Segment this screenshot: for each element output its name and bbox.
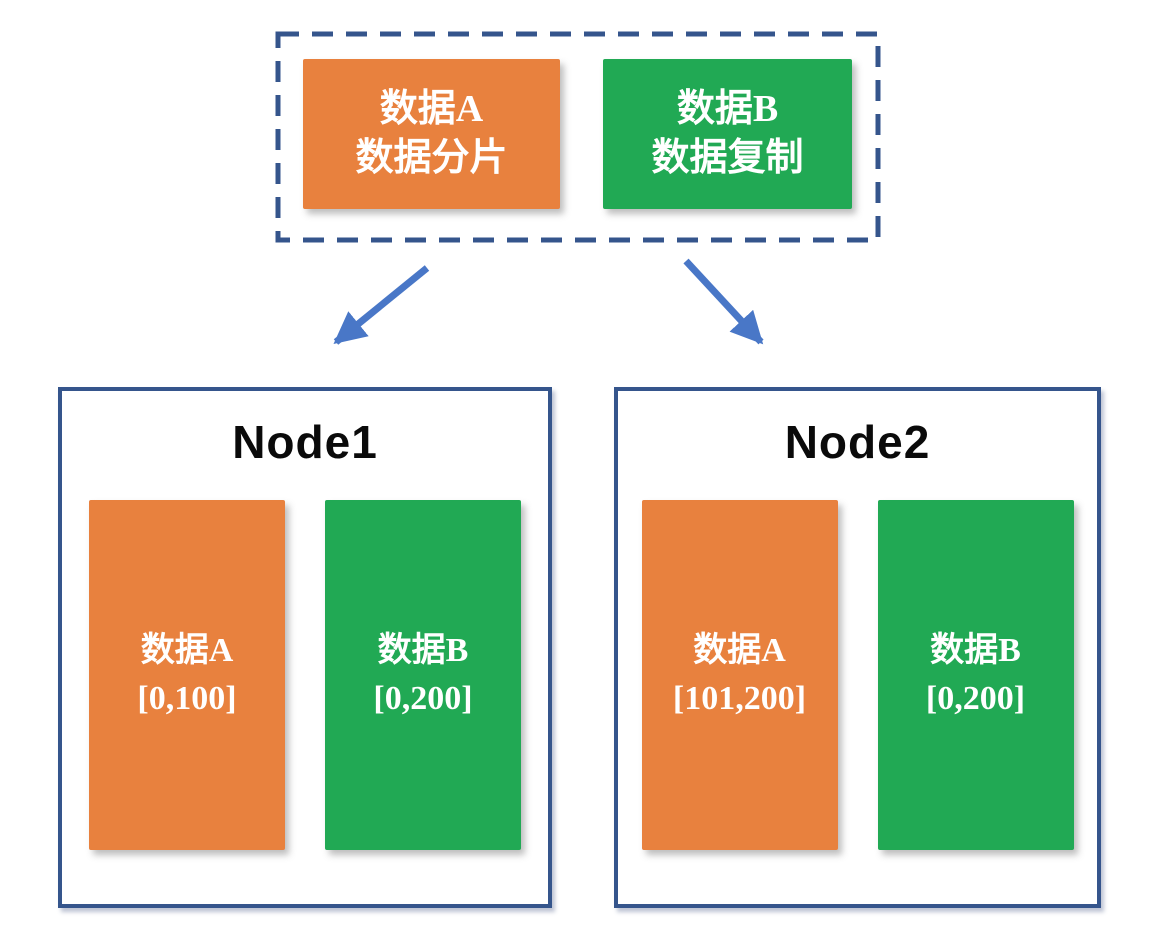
- legend-data-a-title: 数据A: [379, 88, 484, 131]
- arrow-to-node2-icon: [683, 258, 764, 345]
- legend-data-a-box: 数据A 数据分片: [303, 59, 560, 209]
- node2-container: Node2 数据A [101,200] 数据B [0,200]: [614, 387, 1101, 908]
- node2-shard-data-a: 数据A [101,200]: [641, 500, 838, 850]
- node2-title: Node2: [784, 416, 931, 468]
- node1-shard-data-b: 数据B [0,200]: [325, 500, 521, 850]
- node1-title: Node1: [232, 416, 378, 468]
- node2-shard-data-b: 数据B [0,200]: [877, 500, 1074, 850]
- legend-data-b-box: 数据B 数据复制: [603, 59, 852, 209]
- node2-shard-data-b-label: 数据B: [930, 632, 1021, 670]
- legend-data-b-title: 数据B: [676, 88, 779, 131]
- node1-shard-data-b-label: 数据B: [377, 632, 469, 670]
- legend-data-a-subtitle: 数据分片: [355, 137, 508, 179]
- node1-shard-data-a-range: [0,100]: [137, 680, 237, 717]
- node2-shard-data-a-label: 数据A: [693, 632, 786, 670]
- node1-shard-data-a-label: 数据A: [140, 632, 234, 670]
- node1-shard-data-a: 数据A [0,100]: [89, 500, 285, 850]
- arrow-to-node1-icon: [333, 265, 430, 345]
- node1-shard-row: 数据A [0,100] 数据B [0,200]: [62, 500, 548, 850]
- node1-container: Node1 数据A [0,100] 数据B [0,200]: [58, 387, 552, 908]
- node2-shard-row: 数据A [101,200] 数据B [0,200]: [618, 500, 1097, 850]
- node2-shard-data-b-range: [0,200]: [925, 680, 1026, 717]
- node1-shard-data-b-range: [0,200]: [373, 680, 473, 717]
- legend-data-b-subtitle: 数据复制: [651, 137, 804, 179]
- node2-shard-data-a-range: [101,200]: [672, 680, 807, 717]
